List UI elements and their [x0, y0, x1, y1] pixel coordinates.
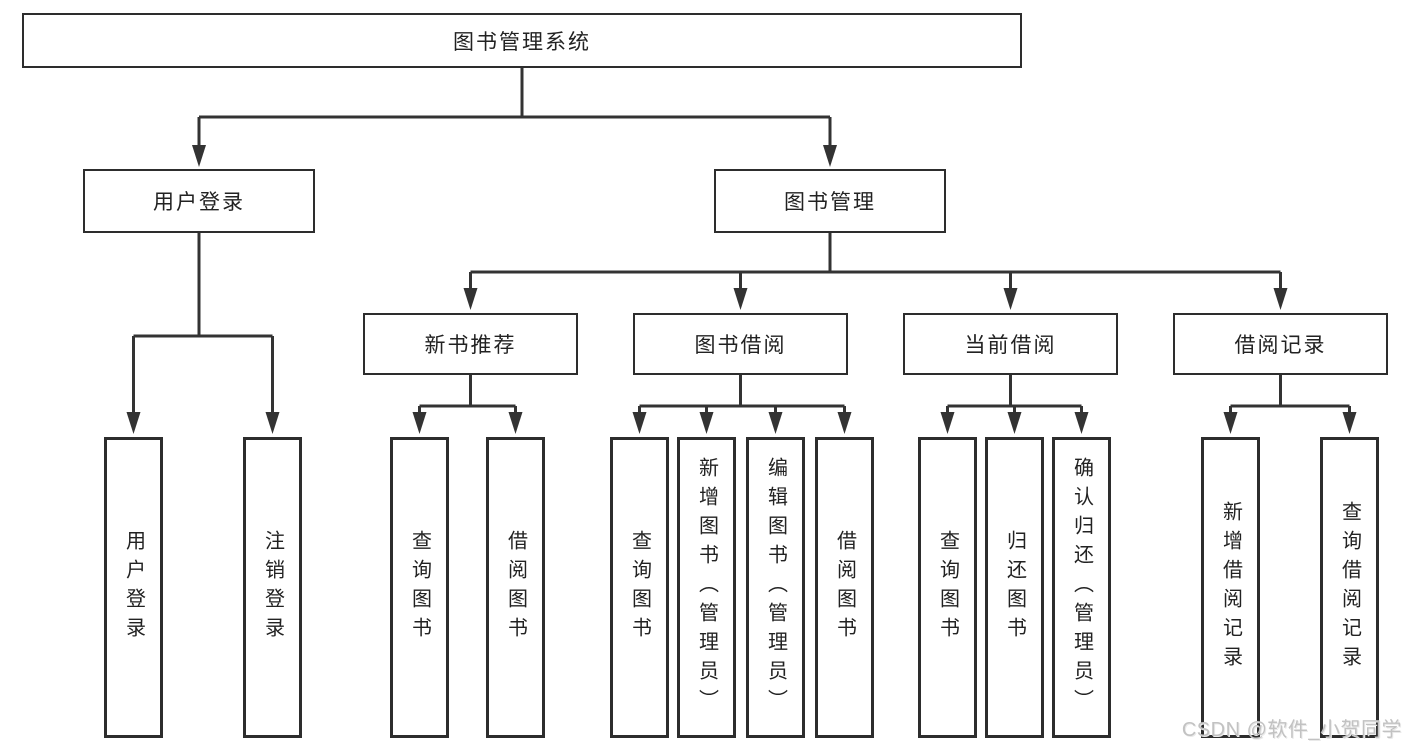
leaf-borrowing-add-books-admin: 新增图书（管理员）: [677, 437, 736, 738]
leaf-records-add-borrow-record: 新增借阅记录: [1201, 437, 1260, 738]
node-user-login-label: 用户登录: [153, 191, 245, 214]
leaf-current-query-books: 查询图书: [918, 437, 977, 738]
node-book-borrowing-label: 图书借阅: [694, 334, 787, 357]
connector-current-children: [946, 375, 1083, 414]
connector-root-to-level2: [197, 68, 832, 147]
leaf-borrowing-borrow-books: 借阅图书: [815, 437, 874, 738]
leaf-current-return-books: 归还图书: [985, 437, 1044, 738]
leaf-borrowing-query-books-label: 查询图书: [628, 529, 651, 646]
node-root: 图书管理系统: [22, 13, 1022, 68]
connector-records-children: [1229, 375, 1351, 414]
leaf-recommend-borrow-books-label: 借阅图书: [504, 529, 527, 646]
leaf-records-query-borrow-record-label: 查询借阅记录: [1338, 500, 1361, 675]
node-user-login: 用户登录: [83, 169, 315, 233]
leaf-borrowing-add-books-admin-label: 新增图书（管理员）: [695, 457, 718, 718]
node-root-label: 图书管理系统: [453, 30, 591, 54]
leaf-borrowing-edit-books-admin: 编辑图书（管理员）: [746, 437, 805, 738]
node-current-borrowing-label: 当前借阅: [964, 334, 1057, 357]
connector-user-login-children: [132, 233, 274, 414]
node-book-management: 图书管理: [714, 169, 946, 233]
leaf-logout-label: 注销登录: [261, 529, 284, 646]
leaf-current-confirm-return-admin-label: 确认归还（管理员）: [1070, 457, 1093, 718]
leaf-borrowing-query-books: 查询图书: [610, 437, 669, 738]
leaf-borrowing-edit-books-admin-label: 编辑图书（管理员）: [764, 457, 787, 718]
connector-recommend-children: [418, 375, 517, 414]
node-book-management-label: 图书管理: [784, 191, 876, 214]
leaf-records-add-borrow-record-label: 新增借阅记录: [1219, 500, 1242, 675]
leaf-user-login-label: 用户登录: [122, 529, 145, 646]
csdn-watermark: CSDN @软件_小贺同学: [1181, 719, 1402, 741]
leaf-current-confirm-return-admin: 确认归还（管理员）: [1052, 437, 1111, 738]
leaf-borrowing-borrow-books-label: 借阅图书: [833, 529, 856, 646]
leaf-logout: 注销登录: [243, 437, 302, 738]
node-new-book-recommend-label: 新书推荐: [424, 334, 517, 357]
leaf-recommend-borrow-books: 借阅图书: [486, 437, 545, 738]
leaf-records-query-borrow-record: 查询借阅记录: [1320, 437, 1379, 738]
node-new-book-recommend: 新书推荐: [363, 313, 578, 375]
node-book-borrowing: 图书借阅: [633, 313, 848, 375]
leaf-current-query-books-label: 查询图书: [936, 529, 959, 646]
connector-book-mgmt-children: [469, 233, 1282, 290]
leaf-user-login: 用户登录: [104, 437, 163, 738]
leaf-recommend-query-books: 查询图书: [390, 437, 449, 738]
leaf-recommend-query-books-label: 查询图书: [408, 529, 431, 646]
node-borrow-records-label: 借阅记录: [1234, 334, 1327, 357]
node-current-borrowing: 当前借阅: [903, 313, 1118, 375]
leaf-current-return-books-label: 归还图书: [1003, 529, 1026, 646]
connector-borrowing-children: [638, 375, 846, 414]
node-borrow-records: 借阅记录: [1173, 313, 1388, 375]
